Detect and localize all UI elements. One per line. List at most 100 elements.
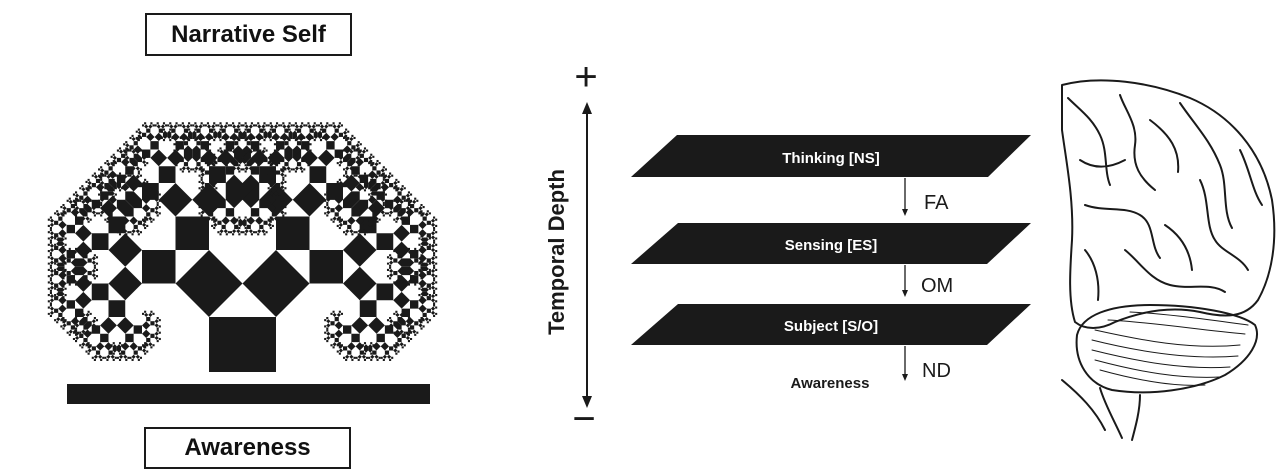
tree-square xyxy=(309,166,327,183)
tree-square xyxy=(79,208,88,217)
tree-square xyxy=(397,212,402,217)
tree-square xyxy=(81,310,84,313)
tree-square xyxy=(112,155,117,160)
tree-square xyxy=(343,233,377,267)
tree-square xyxy=(91,319,96,324)
tree-square xyxy=(104,162,107,165)
tree-square xyxy=(294,128,297,131)
tree-square xyxy=(435,262,438,265)
tree-square xyxy=(196,136,199,140)
tree-square xyxy=(213,218,218,223)
tree-square xyxy=(269,191,274,196)
tree-square xyxy=(146,155,149,158)
tree-square xyxy=(158,193,161,196)
tree-square xyxy=(343,153,352,163)
tree-square xyxy=(100,172,103,175)
tree-square xyxy=(89,250,92,253)
tree-square xyxy=(204,147,209,152)
tree-square xyxy=(75,335,80,341)
tree-square xyxy=(355,155,360,160)
tree-square xyxy=(269,195,272,198)
tree-square xyxy=(374,216,379,221)
tree-square xyxy=(397,187,400,190)
tree-square xyxy=(108,266,142,301)
tree-square xyxy=(75,317,78,320)
tree-square xyxy=(376,283,394,301)
tree-square xyxy=(301,157,306,163)
tree-square xyxy=(49,268,55,274)
tree-square xyxy=(133,325,142,334)
tree-square xyxy=(395,352,398,355)
tree-square xyxy=(91,174,94,177)
tree-square xyxy=(410,206,413,209)
tree-square xyxy=(435,312,438,315)
tree-square xyxy=(401,308,410,317)
tree-square xyxy=(280,185,285,190)
tree-square xyxy=(248,124,253,129)
tree-square xyxy=(131,358,134,361)
tree-square xyxy=(194,170,197,173)
tree-square xyxy=(211,124,216,129)
tree-square xyxy=(158,337,161,341)
tree-square xyxy=(267,178,276,188)
tree-square xyxy=(326,183,343,200)
tree-square xyxy=(47,237,50,240)
tree-square xyxy=(309,162,312,165)
tree-square xyxy=(257,164,260,167)
tree-square xyxy=(410,300,419,309)
tree-square xyxy=(382,191,385,194)
tree-square xyxy=(397,180,400,183)
tree-square xyxy=(345,229,350,234)
tree-square xyxy=(338,218,343,223)
tree-square xyxy=(66,275,75,284)
tree-square xyxy=(257,151,260,154)
tree-square xyxy=(374,162,379,167)
tree-square xyxy=(135,166,140,171)
tree-square xyxy=(206,164,209,167)
tree-square xyxy=(167,134,172,140)
tree-square xyxy=(393,224,410,242)
tree-square xyxy=(330,321,335,326)
tree-square xyxy=(209,317,276,372)
tree-square xyxy=(75,191,78,194)
tree-square xyxy=(334,337,339,343)
tree-square xyxy=(118,233,122,236)
tree-square xyxy=(198,166,203,171)
tree-square xyxy=(62,256,67,261)
tree-square xyxy=(401,195,406,200)
tree-square xyxy=(81,185,84,188)
tree-square xyxy=(426,283,431,288)
tree-square xyxy=(393,241,410,259)
tree-square xyxy=(313,132,318,137)
tree-square xyxy=(259,174,268,183)
tree-square xyxy=(183,149,193,158)
tree-square xyxy=(75,329,78,332)
tree-square xyxy=(330,312,333,315)
tree-square xyxy=(347,141,352,146)
tree-square xyxy=(200,176,203,179)
tree-square xyxy=(194,124,199,129)
tree-square xyxy=(294,166,300,171)
tree-square xyxy=(366,149,369,152)
tree-square xyxy=(418,304,427,313)
transition-om-label: OM xyxy=(921,275,953,297)
tree-square xyxy=(332,122,335,125)
tree-square xyxy=(244,226,247,230)
tree-square xyxy=(236,162,239,165)
tree-square xyxy=(366,356,369,359)
tree-square xyxy=(359,224,364,230)
tree-square xyxy=(435,218,438,221)
tree-square xyxy=(154,210,159,215)
tree-square xyxy=(129,342,138,351)
tree-square xyxy=(238,132,243,137)
tree-square xyxy=(100,191,109,200)
tree-square xyxy=(271,212,276,217)
tree-square xyxy=(252,136,256,140)
tree-square xyxy=(393,312,396,315)
tree-square xyxy=(393,203,402,213)
tree-square xyxy=(351,358,354,361)
tree-square xyxy=(169,139,172,142)
tree-square xyxy=(395,346,398,349)
tree-square xyxy=(255,231,258,234)
tree-square xyxy=(382,354,387,359)
